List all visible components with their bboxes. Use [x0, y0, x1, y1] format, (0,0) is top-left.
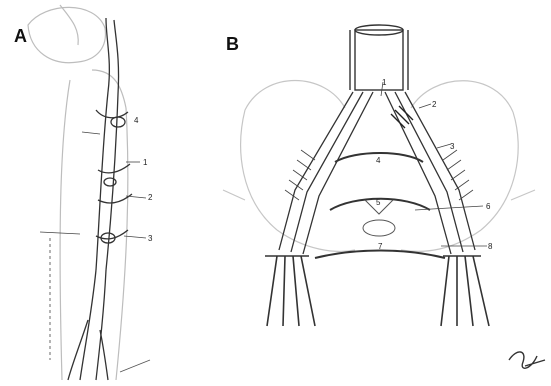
panel-a-label: A: [14, 26, 27, 47]
panel-b-illustration: [205, 0, 551, 386]
callout-b-2: 2: [432, 100, 436, 109]
callout-a-1: 1: [143, 158, 147, 167]
panel-a-illustration: [0, 0, 170, 386]
callout-a-2: 2: [148, 193, 152, 202]
callout-a-3: 3: [148, 234, 152, 243]
callout-b-1: 1: [382, 78, 386, 87]
callout-b-5: 5: [376, 198, 380, 207]
panel-a-drawing: [0, 0, 170, 386]
callout-a-4: 4: [134, 116, 138, 125]
callout-b-3: 3: [450, 142, 454, 151]
callout-b-6: 6: [486, 202, 490, 211]
callout-b-7: 7: [378, 242, 382, 251]
panel-b-drawing: [205, 0, 551, 386]
callout-b-8: 8: [488, 242, 492, 251]
callout-b-4: 4: [376, 156, 380, 165]
panel-b-label: B: [226, 34, 239, 55]
signature-mark: [509, 352, 545, 368]
